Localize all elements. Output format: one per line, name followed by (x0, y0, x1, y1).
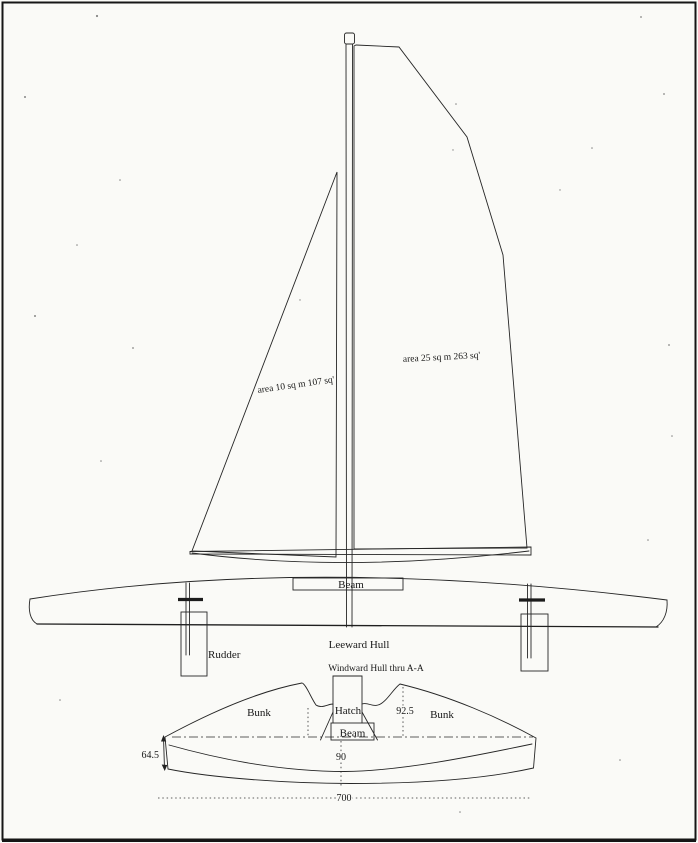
inner-bottom-line (168, 743, 533, 772)
cross-section: Windward Hull thru A-A Bunk Bunk Hatch B… (140, 664, 537, 806)
rudder-label: Rudder (208, 649, 241, 661)
rudder-case (520, 613, 549, 672)
keel-line (36, 623, 659, 628)
dim-cabin-height: 92.5 (396, 706, 414, 717)
beam-box (292, 577, 404, 591)
beam-strut-right (361, 711, 378, 741)
scan-specks (24, 14, 673, 813)
masthead-cap (344, 32, 355, 45)
hull-side-view: Beam Rudder Leeward Hull (28, 576, 668, 677)
section-title: Windward Hull thru A-A (328, 664, 424, 674)
hatch-label: Hatch (335, 705, 362, 717)
mainsail-outline (353, 44, 528, 550)
beam-label: Beam (338, 579, 364, 591)
main-foot-curve (191, 550, 530, 563)
leeward-hull-label: Leeward Hull (329, 639, 390, 651)
dim-bottom-width: 90 (336, 752, 346, 763)
boom (189, 546, 532, 556)
rudder-right (519, 583, 549, 672)
arrow-down (161, 764, 168, 771)
sail-plan: area 10 sq m 107 sq' area 25 sq m 263 sq… (189, 32, 532, 628)
hull-depth-dimension (161, 735, 168, 771)
beam-strut-left (320, 711, 334, 741)
rudder-left (178, 582, 208, 677)
dim-overall-beam: 700 (337, 793, 352, 804)
mast (344, 32, 355, 628)
jib-area-label: area 10 sq m 107 sq' (257, 375, 335, 396)
hull-section-outline (164, 675, 537, 784)
deck-sheer-line (29, 576, 668, 601)
arrow-up (161, 735, 167, 742)
bunk-right-label: Bunk (430, 709, 454, 721)
dim-hull-depth: 64.5 (142, 750, 160, 761)
jib-outline (191, 171, 338, 558)
stern-curve (655, 599, 668, 628)
beam-cross-label: Beam (340, 728, 366, 740)
rudder-case (180, 611, 208, 677)
bow-stem (28, 598, 38, 625)
main-area-label: area 25 sq m 263 sq' (403, 351, 481, 365)
bunk-left-label: Bunk (247, 707, 271, 719)
beam-cross-box (330, 722, 375, 741)
